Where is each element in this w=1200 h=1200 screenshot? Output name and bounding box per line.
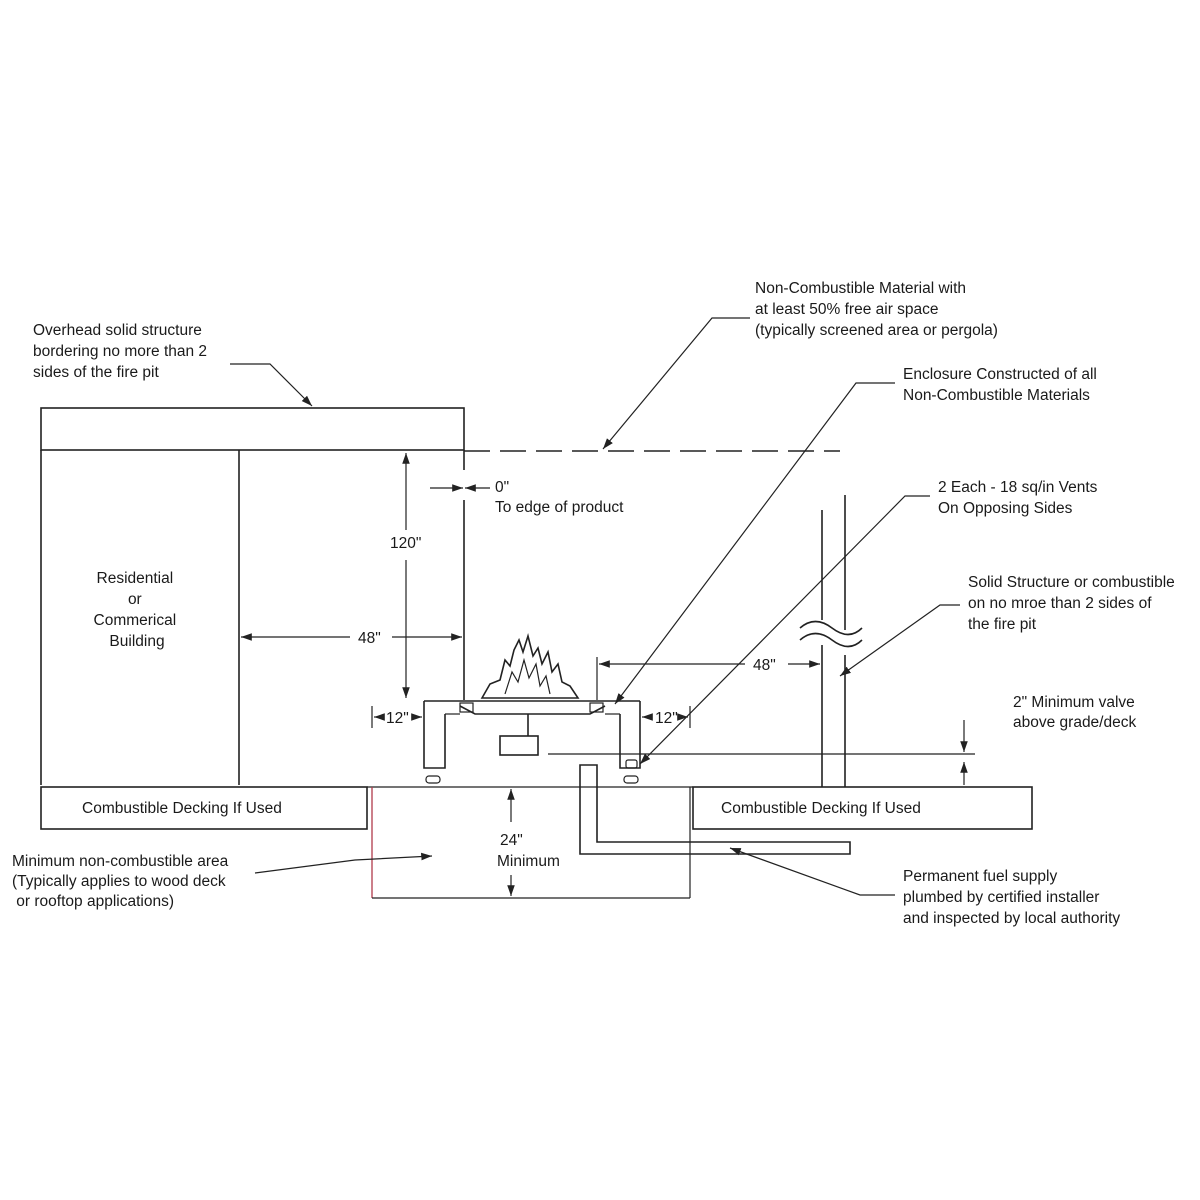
- fuel-supply-label: Permanent fuel supply plumbed by certifi…: [903, 868, 1120, 927]
- dimension-48-right: [596, 657, 820, 700]
- dimension-2-valve: [548, 720, 975, 785]
- decking-left: [40, 786, 368, 830]
- noncombustible-material-label: Non-Combustible Material with at least 5…: [755, 280, 998, 339]
- overhead-structure: [40, 407, 465, 451]
- noncombustible-area-label: Minimum non-combustible area (Typically …: [12, 853, 233, 910]
- solid-structure-label: Solid Structure or combustible on no mro…: [968, 574, 1179, 633]
- dimension-120-label: 120": [390, 535, 421, 552]
- dimension-24-label: 24": [500, 832, 523, 849]
- decking-right: [692, 786, 1033, 830]
- vents-label: 2 Each - 18 sq/in Vents On Opposing Side…: [938, 479, 1102, 517]
- fuel-pipe: [579, 764, 851, 855]
- dimension-48-right-label: 48": [753, 657, 776, 674]
- fire-pit-enclosure: [423, 700, 641, 784]
- overhead-label: Overhead solid structure bordering no mo…: [33, 322, 211, 381]
- right-solid-structure: [799, 495, 863, 787]
- decking-right-label: Combustible Decking If Used: [721, 800, 921, 817]
- dimension-12-left: [371, 706, 422, 728]
- valve-label: 2" Minimum valve above grade/deck: [1013, 694, 1139, 731]
- leader-lines: [230, 317, 960, 896]
- flame-icon: [480, 633, 580, 699]
- building-label: Residential or Commerical Building: [94, 570, 181, 650]
- zero-dimension-label: 0": [495, 479, 509, 496]
- dimension-12-right-label: 12": [655, 710, 678, 727]
- to-edge-label: To edge of product: [495, 499, 624, 516]
- building-wall: [40, 450, 465, 785]
- dimension-48-left-label: 48": [358, 630, 381, 647]
- enclosure-label: Enclosure Constructed of all Non-Combust…: [903, 366, 1101, 404]
- minimum-label: Minimum: [497, 853, 560, 870]
- dimension-12-left-label: 12": [386, 710, 409, 727]
- decking-left-label: Combustible Decking If Used: [82, 800, 282, 817]
